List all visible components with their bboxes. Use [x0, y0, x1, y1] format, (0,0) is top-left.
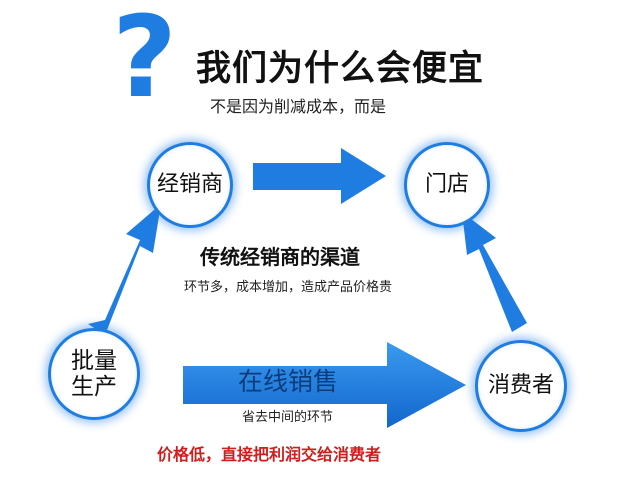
arrow-dealer-to-store	[253, 148, 386, 204]
node-dealer: 经销商	[147, 142, 233, 228]
online-sales-description: 省去中间的环节	[242, 410, 334, 425]
question-mark-icon: ?	[112, 0, 177, 123]
node-mass-production-label: 批量 生产	[71, 348, 117, 401]
arrow-production-to-dealer	[88, 204, 161, 335]
node-mass-production: 批量 生产	[48, 328, 140, 420]
page-title: 我们为什么会便宜	[196, 49, 485, 89]
node-store-label: 门店	[424, 172, 469, 198]
traditional-channel-description: 环节多，成本增加，造成产品价格贵	[184, 280, 393, 295]
conclusion-text: 价格低，直接把利润交给消费者	[157, 445, 382, 464]
node-dealer-label: 经销商	[156, 172, 223, 198]
traditional-channel-title: 传统经销商的渠道	[200, 245, 360, 269]
node-mass-production-line-2: 生产	[71, 374, 117, 400]
node-store: 门店	[404, 142, 490, 228]
arrow-consumer-to-store	[462, 212, 527, 332]
node-mass-production-line-1: 批量	[71, 347, 117, 374]
node-consumer: 消费者	[475, 340, 567, 432]
online-sales-label: 在线销售	[238, 367, 339, 396]
arrow-online-channel	[183, 342, 466, 428]
page-subtitle: 不是因为削减成本，而是	[210, 97, 387, 116]
node-consumer-label: 消费者	[487, 373, 554, 399]
